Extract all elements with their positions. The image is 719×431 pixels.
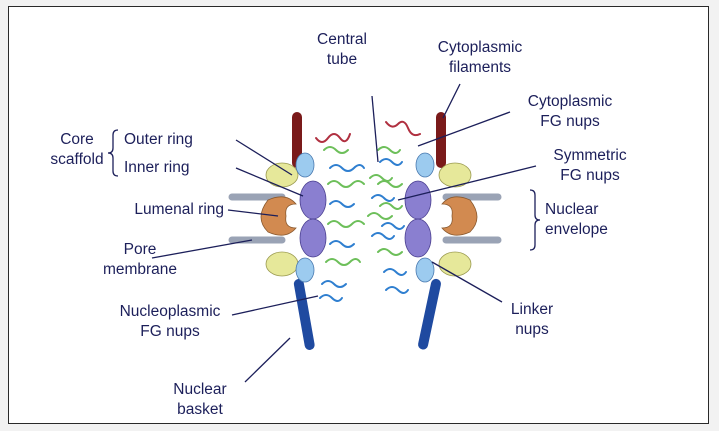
outer-ring-label: Outer ring — [124, 130, 193, 150]
cytoplasmic-filaments-leader — [443, 84, 460, 118]
right-cytoplasmic-filament — [436, 112, 446, 168]
core-scaffold-brace — [108, 130, 118, 176]
lumenal-ring-label: Lumenal ring — [60, 200, 224, 220]
cytoplasmic-fg-nups — [316, 122, 420, 142]
inner-ring-label: Inner ring — [124, 158, 189, 178]
inner-rings — [300, 181, 431, 257]
left-lumenal-ring — [261, 197, 296, 235]
symmetric-fg-nups — [320, 147, 408, 301]
cytoplasmic-fg-nups-leader — [418, 112, 510, 146]
nuclear-envelope-brace — [530, 190, 540, 250]
left-nuclear-basket — [293, 278, 315, 351]
outer-ring-leader — [236, 140, 292, 175]
right-lumenal-ring — [442, 197, 477, 235]
right-nuclear-basket — [417, 278, 442, 351]
central-tube-leader — [372, 96, 378, 162]
outer-rings — [266, 163, 471, 276]
nuclear-basket-leader — [245, 338, 290, 382]
